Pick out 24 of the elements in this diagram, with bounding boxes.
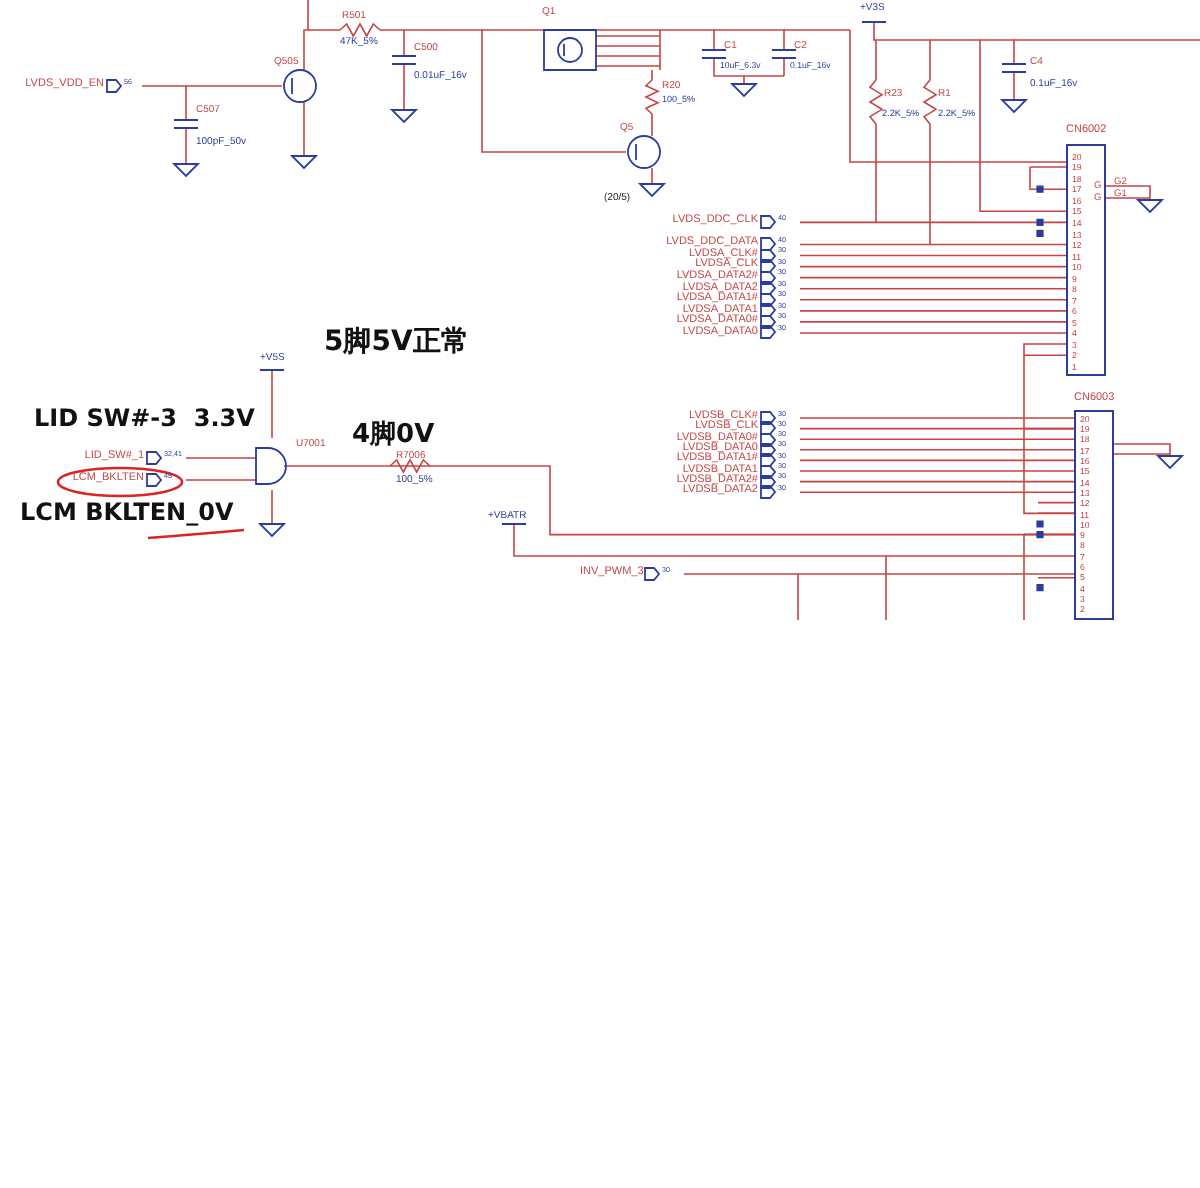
wire bbox=[185, 457, 245, 459]
annotation-text: 5脚5V正常 bbox=[324, 328, 469, 356]
wire bbox=[185, 479, 245, 481]
wire bbox=[799, 480, 1075, 483]
wire bbox=[799, 265, 1067, 268]
annotation-text: LCM BKLTEN_0V bbox=[20, 500, 234, 524]
wire bbox=[799, 470, 1075, 472]
wire bbox=[799, 310, 1067, 312]
wire bbox=[799, 254, 1067, 257]
wire bbox=[799, 287, 1067, 290]
wire bbox=[799, 332, 1067, 334]
wire bbox=[799, 459, 1075, 462]
wire bbox=[799, 243, 1067, 246]
wire bbox=[799, 221, 1067, 224]
wire bbox=[799, 276, 1067, 279]
wire bbox=[799, 491, 1075, 493]
wire bbox=[799, 298, 1067, 301]
wire bbox=[683, 573, 1075, 575]
annotation-text: 4脚0V bbox=[352, 422, 435, 448]
annotation-text: LID SW#-3 3.3V bbox=[34, 406, 255, 430]
wire bbox=[799, 417, 1075, 419]
wire bbox=[799, 449, 1075, 451]
wire bbox=[799, 438, 1075, 440]
wire bbox=[799, 321, 1067, 323]
